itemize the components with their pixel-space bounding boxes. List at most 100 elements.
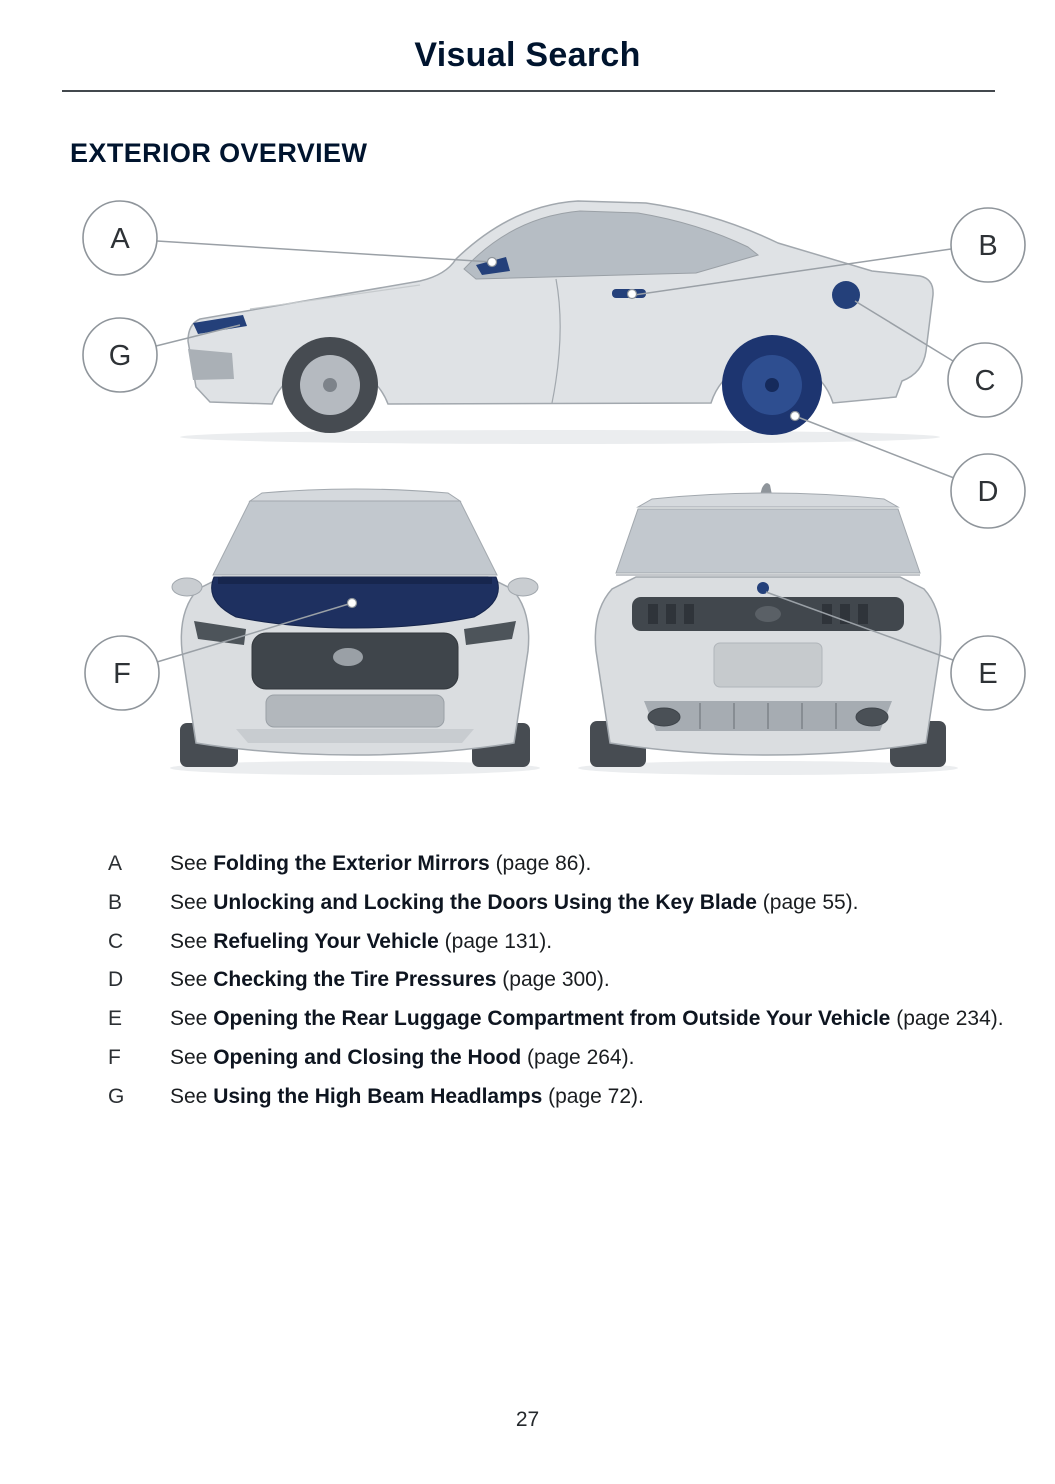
leader-line-b <box>633 248 952 296</box>
lower-intake <box>265 694 445 728</box>
tail-slat <box>666 604 676 624</box>
front-view-ground-shadow <box>170 761 540 775</box>
callout-f: F <box>84 635 160 711</box>
license-plate-recess <box>713 642 823 688</box>
legend-see: See <box>170 1084 214 1108</box>
legend-topic: Folding the Exterior Mirrors <box>213 852 490 875</box>
diffuser-fins <box>699 703 837 729</box>
chin-splitter <box>236 729 474 743</box>
callout-target-dots <box>346 256 801 609</box>
legend-see: See <box>170 890 214 914</box>
callout-g: G <box>82 317 158 393</box>
page-number: 27 <box>515 1408 540 1431</box>
tail-slat <box>840 604 850 624</box>
legend-topic: Using the High Beam Headlamps <box>213 1084 543 1108</box>
cowl-strip <box>218 577 492 584</box>
legend-letter: B <box>108 890 123 914</box>
callout-c-circle <box>947 342 1023 418</box>
rear-wheel-hub-highlight <box>765 378 779 392</box>
legend-row-a: A See Folding the Exterior Mirrors (page… <box>108 849 1013 879</box>
legend-letter: E <box>108 1007 123 1031</box>
front-windshield <box>212 500 498 576</box>
car-side-view <box>180 200 940 444</box>
legend-topic: Checking the Tire Pressures <box>213 968 497 992</box>
rear-view-ground-shadow <box>578 761 958 775</box>
legend-text: See Opening and Closing the Hood (page 2… <box>170 1043 1013 1073</box>
legend-row-b: B See Unlocking and Locking the Doors Us… <box>108 888 1013 918</box>
rear-window <box>615 508 921 574</box>
front-wheel-hub <box>323 378 337 392</box>
leader-line-e <box>765 591 954 661</box>
legend-see: See <box>170 852 214 875</box>
callout-e: E <box>950 635 1026 711</box>
target-dot-f <box>346 597 358 609</box>
legend-page-ref: (page 300). <box>496 968 610 992</box>
legend: A See Folding the Exterior Mirrors (page… <box>108 849 1013 1112</box>
section-heading: EXTERIOR OVERVIEW <box>70 138 368 168</box>
leader-line-a <box>156 240 493 263</box>
callout-b-circle <box>950 207 1026 283</box>
legend-letter: C <box>108 929 124 953</box>
page-title: Visual Search <box>414 36 641 74</box>
legend-text: See Unlocking and Locking the Doors Usin… <box>170 888 1013 918</box>
legend-page-ref: (page 234). <box>890 1007 1004 1031</box>
legend-topic: Refueling Your Vehicle <box>213 929 439 953</box>
legend-text: See Refueling Your Vehicle (page 131). <box>170 927 1013 957</box>
callout-e-circle <box>950 635 1026 711</box>
legend-topic: Opening and Closing the Hood <box>213 1046 522 1070</box>
side-glass <box>463 210 760 280</box>
title-divider <box>62 90 995 92</box>
legend-letter: A <box>108 852 123 875</box>
car-rear-view <box>578 483 958 775</box>
target-dot-b <box>626 288 638 300</box>
left-exhaust-tip <box>647 707 681 727</box>
trunk-release-highlight <box>757 582 769 594</box>
legend-letter: D <box>108 968 124 992</box>
callout-d-letter: D <box>978 476 999 508</box>
target-dot-a <box>486 256 498 268</box>
leader-line-f <box>156 602 353 663</box>
leader-line-c <box>854 300 954 362</box>
callout-b: B <box>950 207 1026 283</box>
tail-slat <box>858 604 868 624</box>
legend-topic: Opening the Rear Luggage Compartment fro… <box>213 1007 891 1031</box>
legend-row-f: F See Opening and Closing the Hood (page… <box>108 1043 1013 1073</box>
legend-letter: G <box>108 1084 125 1108</box>
legend-text: See Folding the Exterior Mirrors (page 8… <box>170 849 1013 879</box>
target-dot-d <box>789 410 801 422</box>
car-front-view <box>170 488 540 775</box>
legend-page-ref: (page 86). <box>489 852 592 875</box>
tail-slat <box>648 604 658 624</box>
antenna-fin <box>760 483 772 495</box>
legend-see: See <box>170 1046 214 1070</box>
side-view-ground-shadow <box>180 430 940 444</box>
front-left-mirror <box>171 577 203 597</box>
legend-page-ref: (page 131). <box>438 929 553 953</box>
leader-line-g <box>155 324 241 347</box>
front-right-headlamp <box>464 621 516 645</box>
leader-line-d <box>794 415 955 479</box>
legend-row-g: G See Using the High Beam Headlamps (pag… <box>108 1082 1013 1112</box>
tail-slat <box>684 604 694 624</box>
callout-d: D <box>950 453 1026 529</box>
headlamp-highlight <box>193 315 247 334</box>
legend-topic: Unlocking and Locking the Doors Using th… <box>213 890 757 914</box>
callout-c: C <box>947 342 1023 418</box>
legend-text: See Checking the Tire Pressures (page 30… <box>170 965 1013 995</box>
legend-page-ref: (page 72). <box>542 1084 644 1108</box>
front-right-mirror <box>507 577 539 597</box>
legend-see: See <box>170 1007 214 1031</box>
callout-g-circle <box>82 317 158 393</box>
front-intake <box>188 349 234 380</box>
hood-crease <box>249 284 421 310</box>
callout-e-letter: E <box>978 658 997 690</box>
callout-f-letter: F <box>113 658 131 690</box>
callout-b-letter: B <box>978 230 997 262</box>
fuel-door-highlight <box>832 281 860 309</box>
legend-page-ref: (page 55). <box>756 890 859 914</box>
leader-lines <box>155 240 955 663</box>
callout-f-circle <box>84 635 160 711</box>
exterior-overview-diagram: A B G C D F E <box>82 200 1026 775</box>
front-roof <box>248 488 462 502</box>
right-exhaust-tip <box>855 707 889 727</box>
